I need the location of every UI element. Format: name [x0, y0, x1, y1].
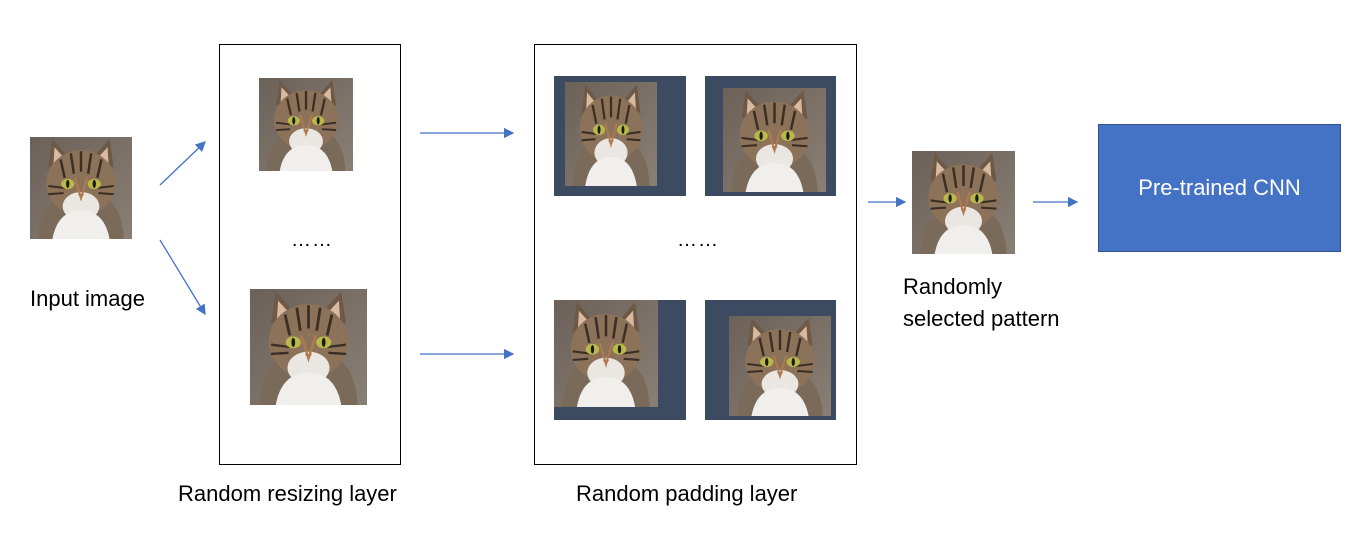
resized-image-small [259, 78, 353, 171]
pretrained-cnn-label: Pre-trained CNN [1138, 175, 1301, 200]
resize-ellipsis: …… [291, 229, 333, 251]
resized-image-large [250, 289, 367, 405]
random-padding-layer-label: Random padding layer [576, 481, 798, 506]
selected-pattern-label-line1: Randomly [903, 274, 1003, 299]
selected-pattern-image [912, 151, 1015, 254]
padded-pattern-4-image [729, 316, 831, 416]
arrow-input-to-resize-top [159, 141, 206, 186]
input-image [30, 137, 132, 239]
pretrained-cnn-box: Pre-trained CNN [1098, 124, 1341, 252]
pad-ellipsis: …… [677, 229, 719, 251]
padded-pattern-1-image [565, 82, 657, 186]
input-image-label: Input image [30, 286, 145, 311]
padded-pattern-3-image [554, 300, 658, 407]
random-resizing-layer-label: Random resizing layer [178, 481, 397, 506]
arrow-input-to-resize-bottom [159, 239, 206, 316]
selected-pattern-label-line2: selected pattern [903, 306, 1060, 331]
padded-pattern-2-image [723, 88, 826, 192]
